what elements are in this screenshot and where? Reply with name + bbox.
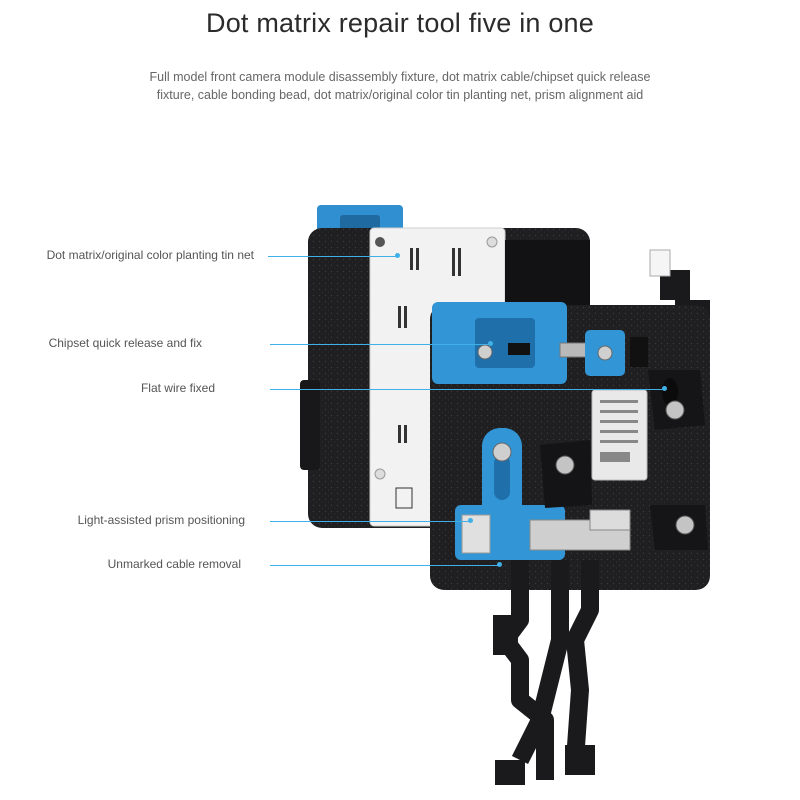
callout-dot-tin-net	[395, 253, 400, 258]
page-title: Dot matrix repair tool five in one	[206, 8, 594, 38]
callout-label-prism: Light-assisted prism positioning	[77, 513, 245, 527]
callout-label-tin-net: Dot matrix/original color planting tin n…	[46, 248, 254, 262]
callout-label-chipset: Chipset quick release and fix	[48, 336, 202, 350]
callout-dot-chipset	[488, 341, 493, 346]
callout-line-tin-net	[268, 256, 398, 257]
callout-dot-prism	[468, 518, 473, 523]
callout-label-flat-wire: Flat wire fixed	[140, 381, 215, 395]
callout-line-prism	[270, 521, 470, 522]
callout-dot-flat-wire	[662, 386, 667, 391]
callout-line-chipset	[270, 344, 490, 345]
callout-label-cable-removal: Unmarked cable removal	[107, 557, 241, 571]
callout-line-cable-removal	[270, 565, 500, 566]
page-subtitle: Full model front camera module disassemb…	[149, 70, 651, 102]
callout-line-flat-wire	[270, 389, 665, 390]
callout-dot-cable-removal	[497, 562, 502, 567]
